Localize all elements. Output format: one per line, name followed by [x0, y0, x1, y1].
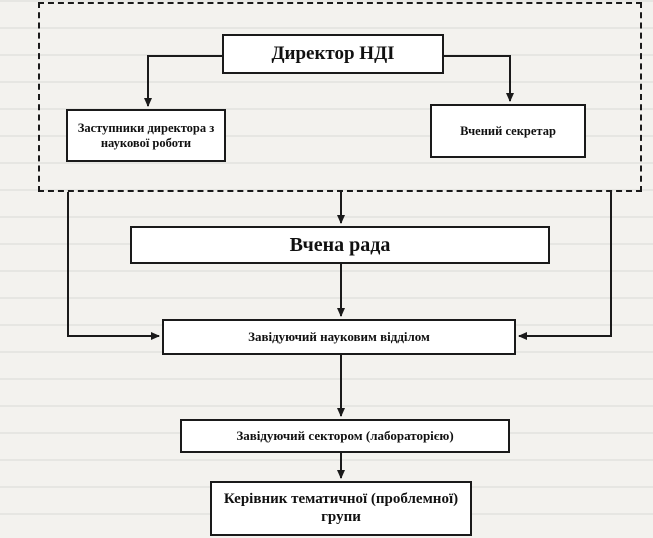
- deputies-node: Заступники директора з наукової роботи: [66, 109, 226, 162]
- group-leader-label: Керівник тематичної (проблемної) групи: [223, 491, 459, 525]
- secretary-node: Вчений секретар: [430, 104, 586, 158]
- administration-group-frame: [38, 2, 642, 192]
- edge-director-to-deputies: [144, 55, 222, 107]
- department-head-label: Завідуючий науковим відділом: [248, 328, 430, 344]
- department-head-node: Завідуючий науковим відділом: [162, 319, 516, 355]
- edge-director-to-secretary: [444, 55, 514, 102]
- edge-left-to-department: [67, 192, 160, 340]
- edge-right-to-department: [518, 192, 612, 340]
- sector-head-node: Завідуючий сектором (лабораторією): [180, 419, 510, 453]
- secretary-label: Вчений секретар: [460, 123, 556, 138]
- group-leader-node: Керівник тематичної (проблемної) групи: [210, 481, 472, 536]
- council-label: Вчена рада: [289, 233, 391, 256]
- deputies-label: Заступники директора з наукової роботи: [77, 121, 215, 150]
- council-node: Вчена рада: [130, 226, 550, 264]
- director-label: Директор НДІ: [271, 43, 395, 65]
- director-node: Директор НДІ: [222, 34, 444, 74]
- sector-head-label: Завідуючий сектором (лабораторією): [236, 427, 454, 443]
